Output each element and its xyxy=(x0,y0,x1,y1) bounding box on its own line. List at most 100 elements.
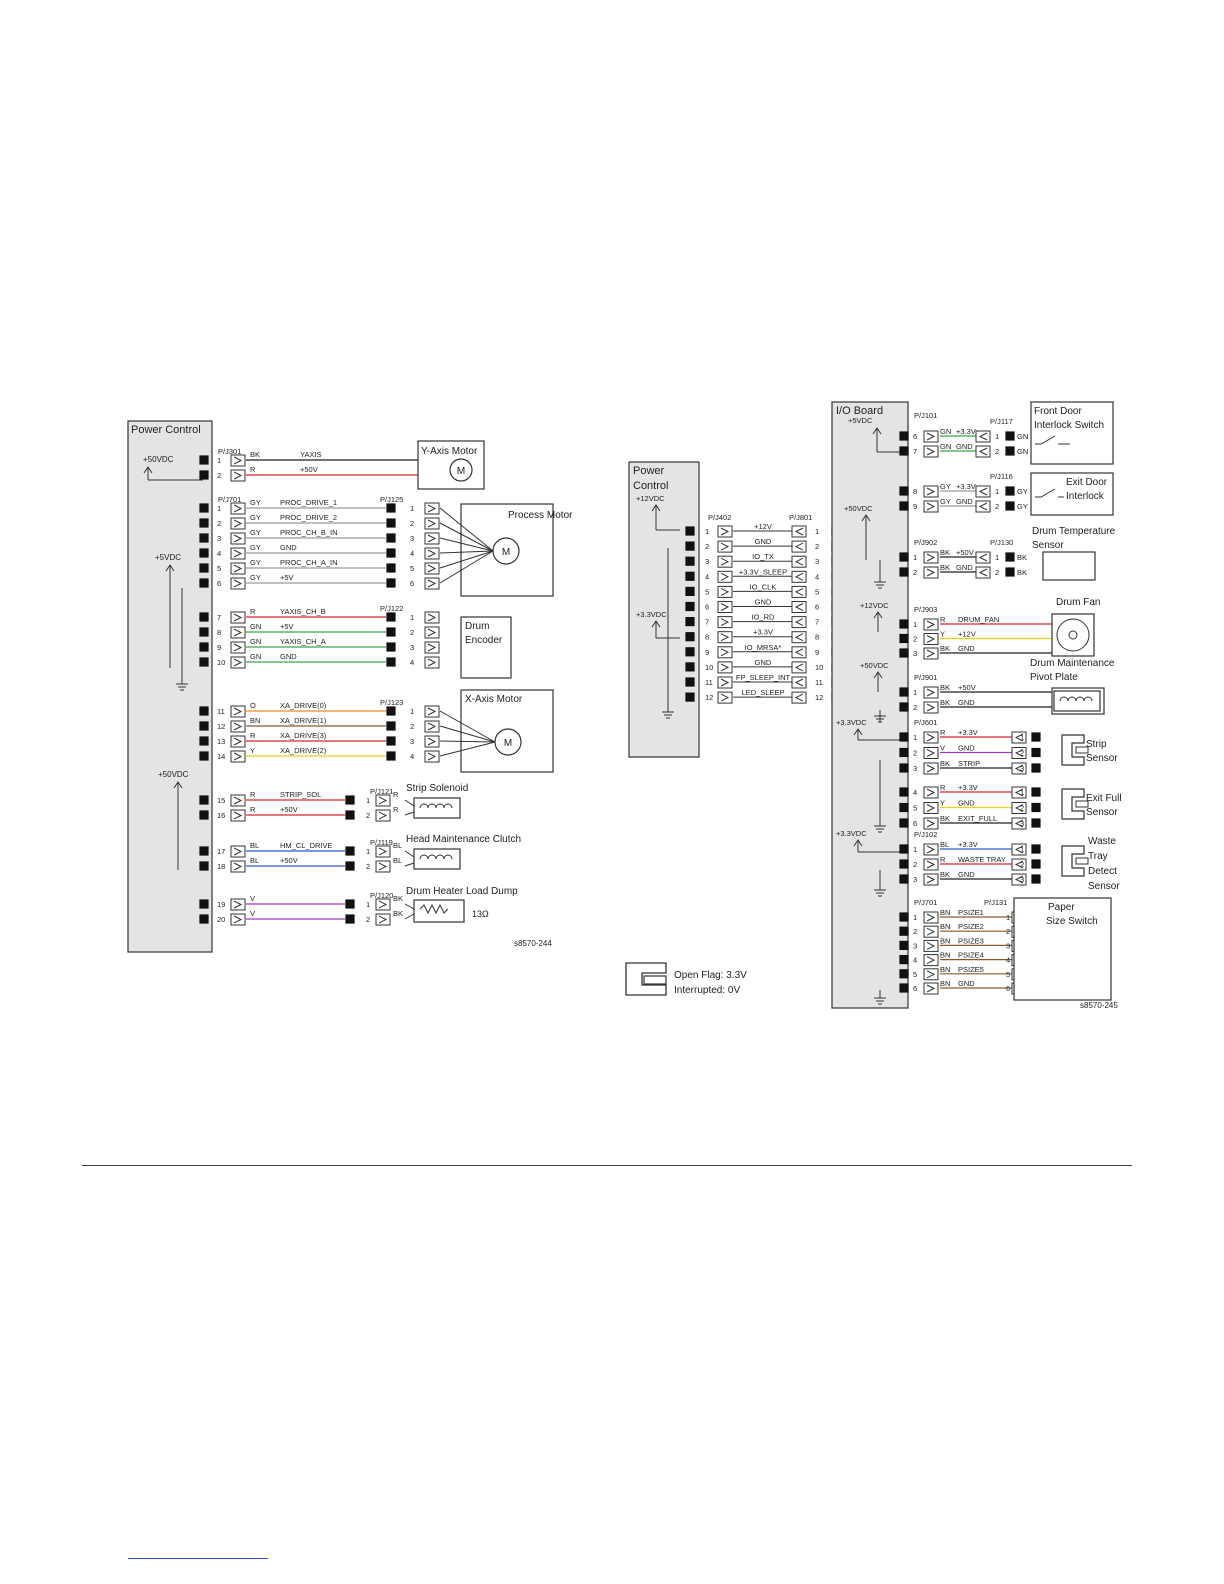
pin-number: 19 xyxy=(217,900,225,909)
ribbon-receptacle xyxy=(717,691,733,704)
board-receptacle xyxy=(923,633,939,645)
receptacle-frame xyxy=(375,794,391,807)
rail-label: +3.3VDC xyxy=(836,829,867,838)
receptacle-chevron xyxy=(926,875,936,884)
board-receptacle xyxy=(923,701,939,714)
wire-color-code: BK xyxy=(940,698,950,707)
device-label: Drum Maintenance xyxy=(1030,658,1115,669)
receptacle-frame xyxy=(375,913,391,926)
pin-number: 5 xyxy=(217,564,221,573)
board-receptacle xyxy=(230,720,246,733)
ribbon-receptacle xyxy=(717,646,733,659)
board-pin xyxy=(899,926,909,936)
rail-label: +12VDC xyxy=(860,601,889,610)
wire-color-code: GN xyxy=(250,637,261,646)
receptacle-chevron xyxy=(233,796,243,805)
receptacle-frame xyxy=(791,601,807,613)
paper-size-switch-box xyxy=(1013,897,1112,1001)
receptacle-frame xyxy=(791,646,807,659)
board-pin xyxy=(685,556,695,566)
wire-color-code: BK xyxy=(940,870,950,879)
device-pin xyxy=(345,795,355,805)
receptacle-frame xyxy=(1011,858,1027,871)
pin-number: 1 xyxy=(410,613,414,622)
signal-name: XA_DRIVE(1) xyxy=(280,716,327,725)
signal-name: YAXIS_CH_A xyxy=(280,637,326,646)
receptacle-chevron xyxy=(720,603,730,611)
pin-number: 4 xyxy=(217,549,221,558)
board-pin xyxy=(685,586,695,597)
ribbon-receptacle xyxy=(717,585,733,598)
motor-lead xyxy=(439,507,494,552)
pin-number: 7 xyxy=(705,618,709,627)
signal-name: GND xyxy=(280,543,297,552)
signal-name: +50V xyxy=(300,465,318,474)
board-pin xyxy=(899,818,909,828)
signal-name: PSIZE3 xyxy=(958,936,984,945)
receptacle-frame xyxy=(424,532,440,545)
signal-name: IO_MRSA* xyxy=(745,643,782,652)
ribbon-receptacle xyxy=(791,631,807,644)
receptacle-frame xyxy=(717,525,733,538)
receptacle-chevron xyxy=(1014,733,1024,742)
receptacle-frame xyxy=(923,786,939,799)
receptacle-chevron xyxy=(720,633,730,642)
device-pin xyxy=(386,518,396,528)
device-receptacle xyxy=(424,720,440,733)
footer-link-underline[interactable] xyxy=(128,1558,268,1559)
device-pin xyxy=(386,657,396,667)
rail-label-50vdc-2: +50VDC xyxy=(158,770,189,779)
pin-number: 14 xyxy=(217,752,225,761)
device-receptacle xyxy=(1011,802,1027,814)
board-pin xyxy=(899,844,909,854)
coil-frame xyxy=(413,848,461,870)
signal-name: GND xyxy=(280,652,297,661)
ribbon-receptacle xyxy=(791,691,807,704)
device-receptacle xyxy=(1011,817,1027,830)
wire-color-code: BK xyxy=(1017,553,1027,562)
board-pin xyxy=(899,763,909,773)
receptacle-chevron xyxy=(720,542,730,551)
receptacle-frame xyxy=(230,913,246,926)
ribbon-receptacle xyxy=(791,646,807,659)
lead xyxy=(404,903,415,910)
receptacle-chevron xyxy=(926,804,936,812)
device-pin xyxy=(386,548,396,558)
legend-text: Open Flag: 3.3V xyxy=(674,970,747,981)
signal-name: PSIZE2 xyxy=(958,922,984,931)
board-receptacle xyxy=(230,641,246,654)
pin-number: 1 xyxy=(1020,845,1024,854)
pin-number: 2 xyxy=(995,447,999,456)
wire-color-code: BK xyxy=(250,450,260,459)
pin-number: 3 xyxy=(705,557,709,566)
pin-number: 3 xyxy=(1006,941,1010,950)
receptacle-chevron xyxy=(794,527,804,536)
receptacle-chevron xyxy=(794,587,804,596)
receptacle-frame xyxy=(230,469,246,482)
signal-name: PSIZE1 xyxy=(958,908,984,917)
device-receptacle xyxy=(424,641,440,654)
wire-color-code: V xyxy=(250,894,255,903)
board-pin xyxy=(199,578,209,588)
device-pin xyxy=(386,627,396,637)
sensor-flag xyxy=(1075,800,1089,808)
pin-number: 1 xyxy=(1020,788,1024,797)
receptacle-frame xyxy=(717,540,733,553)
connector-id: P/J123 xyxy=(380,698,403,707)
receptacle-chevron xyxy=(926,860,936,869)
receptacle-chevron xyxy=(233,564,243,573)
device-receptacle xyxy=(424,577,440,590)
receptacle-frame xyxy=(791,585,807,598)
pin-number: 1 xyxy=(217,456,221,465)
receptacle-chevron xyxy=(233,549,243,558)
wire-color-code: BN xyxy=(940,965,950,974)
rail-label: +50VDC xyxy=(860,661,889,670)
resistor-value: 13Ω xyxy=(472,909,489,919)
receptacle-frame xyxy=(791,676,807,689)
receptacle-chevron xyxy=(926,819,936,828)
device-label: Tray xyxy=(1088,851,1108,862)
ribbon-receptacle xyxy=(791,601,807,613)
signal-name: GND xyxy=(958,698,975,707)
device-label: Head Maintenance Clutch xyxy=(406,834,521,845)
receptacle-frame xyxy=(717,570,733,583)
